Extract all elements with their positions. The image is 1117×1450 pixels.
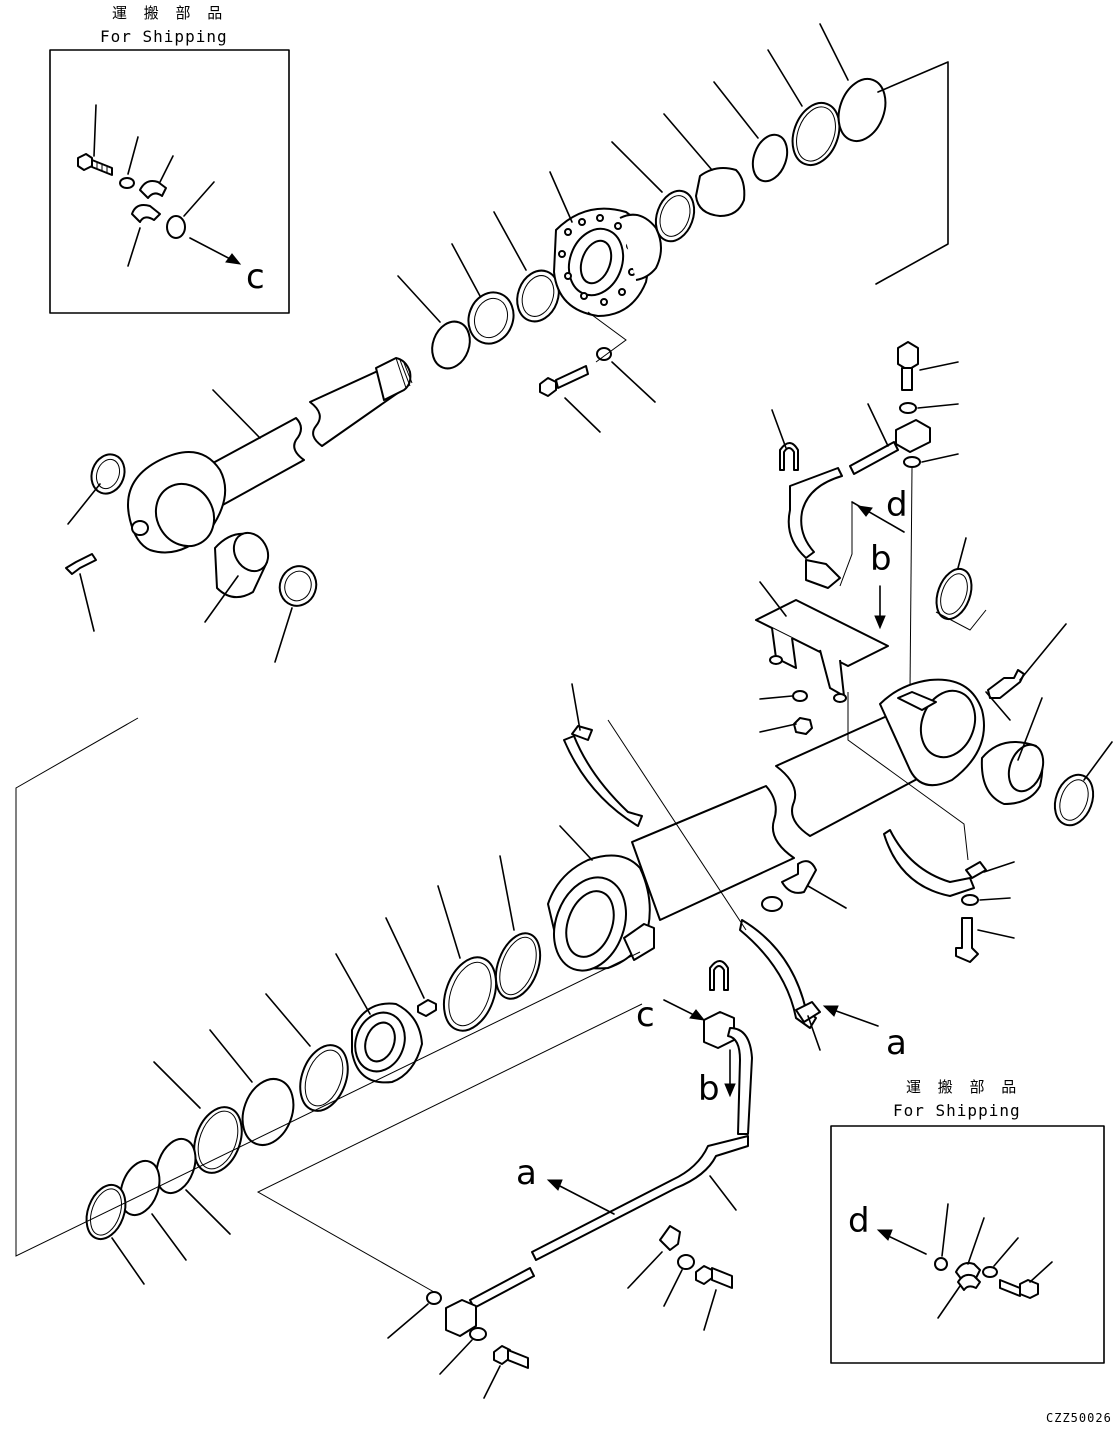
box2-washer bbox=[982, 1266, 998, 1278]
box1-oring bbox=[166, 215, 186, 239]
ref-b-upper: b bbox=[870, 539, 892, 579]
box1-washer bbox=[119, 177, 135, 189]
ref-a-right: a bbox=[886, 1023, 907, 1063]
piston-rod-assembly bbox=[65, 357, 413, 663]
ref-a-lower: a bbox=[516, 1153, 537, 1193]
cylinder-tube-assembly: a bbox=[547, 623, 1113, 1063]
ref-d-upper: d bbox=[886, 485, 908, 525]
ref-b-mid: b bbox=[698, 1069, 720, 1109]
shipping-box-top-left: 運 搬 部 品 For Shipping c bbox=[49, 4, 290, 314]
box2-frame bbox=[830, 1125, 1105, 1364]
upper-pipe-group: d b bbox=[755, 341, 987, 735]
piston-seal-group bbox=[15, 717, 641, 1285]
box1-ref-c: c bbox=[246, 257, 265, 297]
lower-pipe-group: c b a bbox=[256, 960, 753, 1399]
box2-bolt bbox=[999, 1279, 1039, 1299]
ref-c-mid: c bbox=[636, 995, 655, 1035]
box1-clip-upper bbox=[139, 180, 167, 199]
box2-title-en: For Shipping bbox=[893, 1101, 1021, 1120]
drawing-code: CZZ50026 bbox=[1046, 1411, 1112, 1425]
cylinder-head-assembly bbox=[397, 23, 949, 433]
box1-title-en: For Shipping bbox=[100, 27, 228, 46]
box2-oring bbox=[934, 1257, 948, 1271]
box2-clip-lower bbox=[957, 1273, 981, 1291]
box1-frame bbox=[49, 49, 290, 314]
box1-title-jp: 運 搬 部 品 bbox=[112, 4, 228, 22]
shipping-box-bottom-right: 運 搬 部 品 For Shipping d bbox=[830, 1078, 1105, 1364]
box1-bolt bbox=[77, 153, 113, 176]
box2-title-jp: 運 搬 部 品 bbox=[906, 1078, 1022, 1096]
box1-clip-lower bbox=[131, 204, 161, 223]
box2-ref-d: d bbox=[848, 1201, 870, 1241]
